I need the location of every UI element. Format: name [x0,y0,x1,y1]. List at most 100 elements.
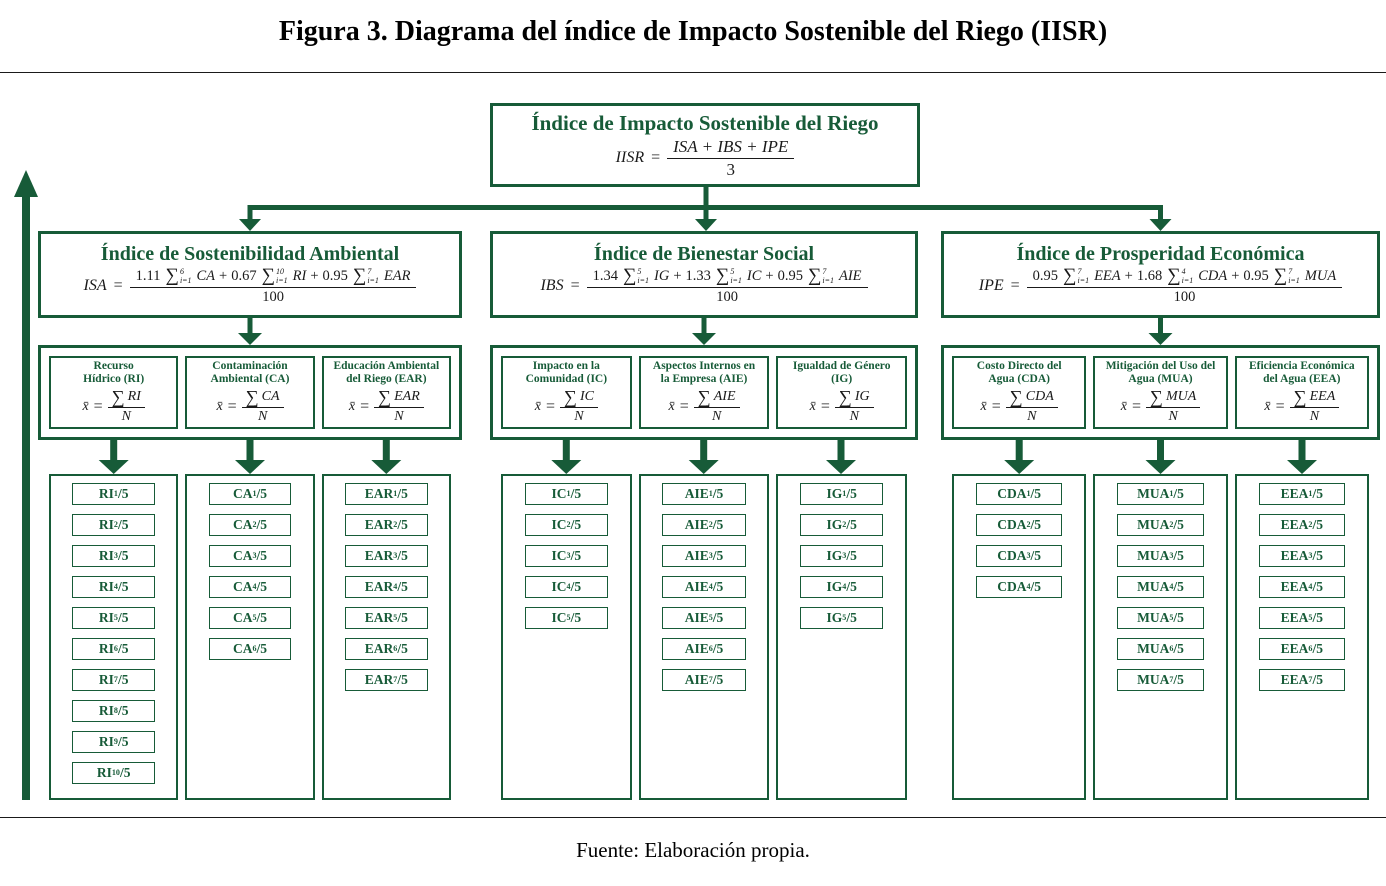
title-divider [0,72,1386,73]
up-arrow [14,170,38,800]
branch-isa: Índice de Sostenibilidad Ambiental ISA= … [38,231,462,800]
source-divider [0,817,1386,818]
figure-title: Figura 3. Diagrama del índice de Impacto… [278,16,1108,47]
ipe-index-box: Índice de Prosperidad Económica IPE= 0.9… [941,231,1380,318]
root-title: Índice de Impacto Sostenible del Riego [531,110,879,135]
root-connector [239,186,1172,231]
root-formula: IISR = ISA + IBS + IPE 3 [616,137,795,179]
isa-title: Índice de Sostenibilidad Ambiental [100,243,400,266]
ipe-title: Índice de Prosperidad Económica [1016,243,1305,266]
isa-index-box: Índice de Sostenibilidad Ambiental ISA= … [38,231,462,318]
branch-ipe: Índice de Prosperidad Económica IPE= 0.9… [941,231,1380,800]
root-index-box: Índice de Impacto Sostenible del Riego I… [490,103,920,187]
ibs-title: Índice de Bienestar Social [593,243,815,266]
